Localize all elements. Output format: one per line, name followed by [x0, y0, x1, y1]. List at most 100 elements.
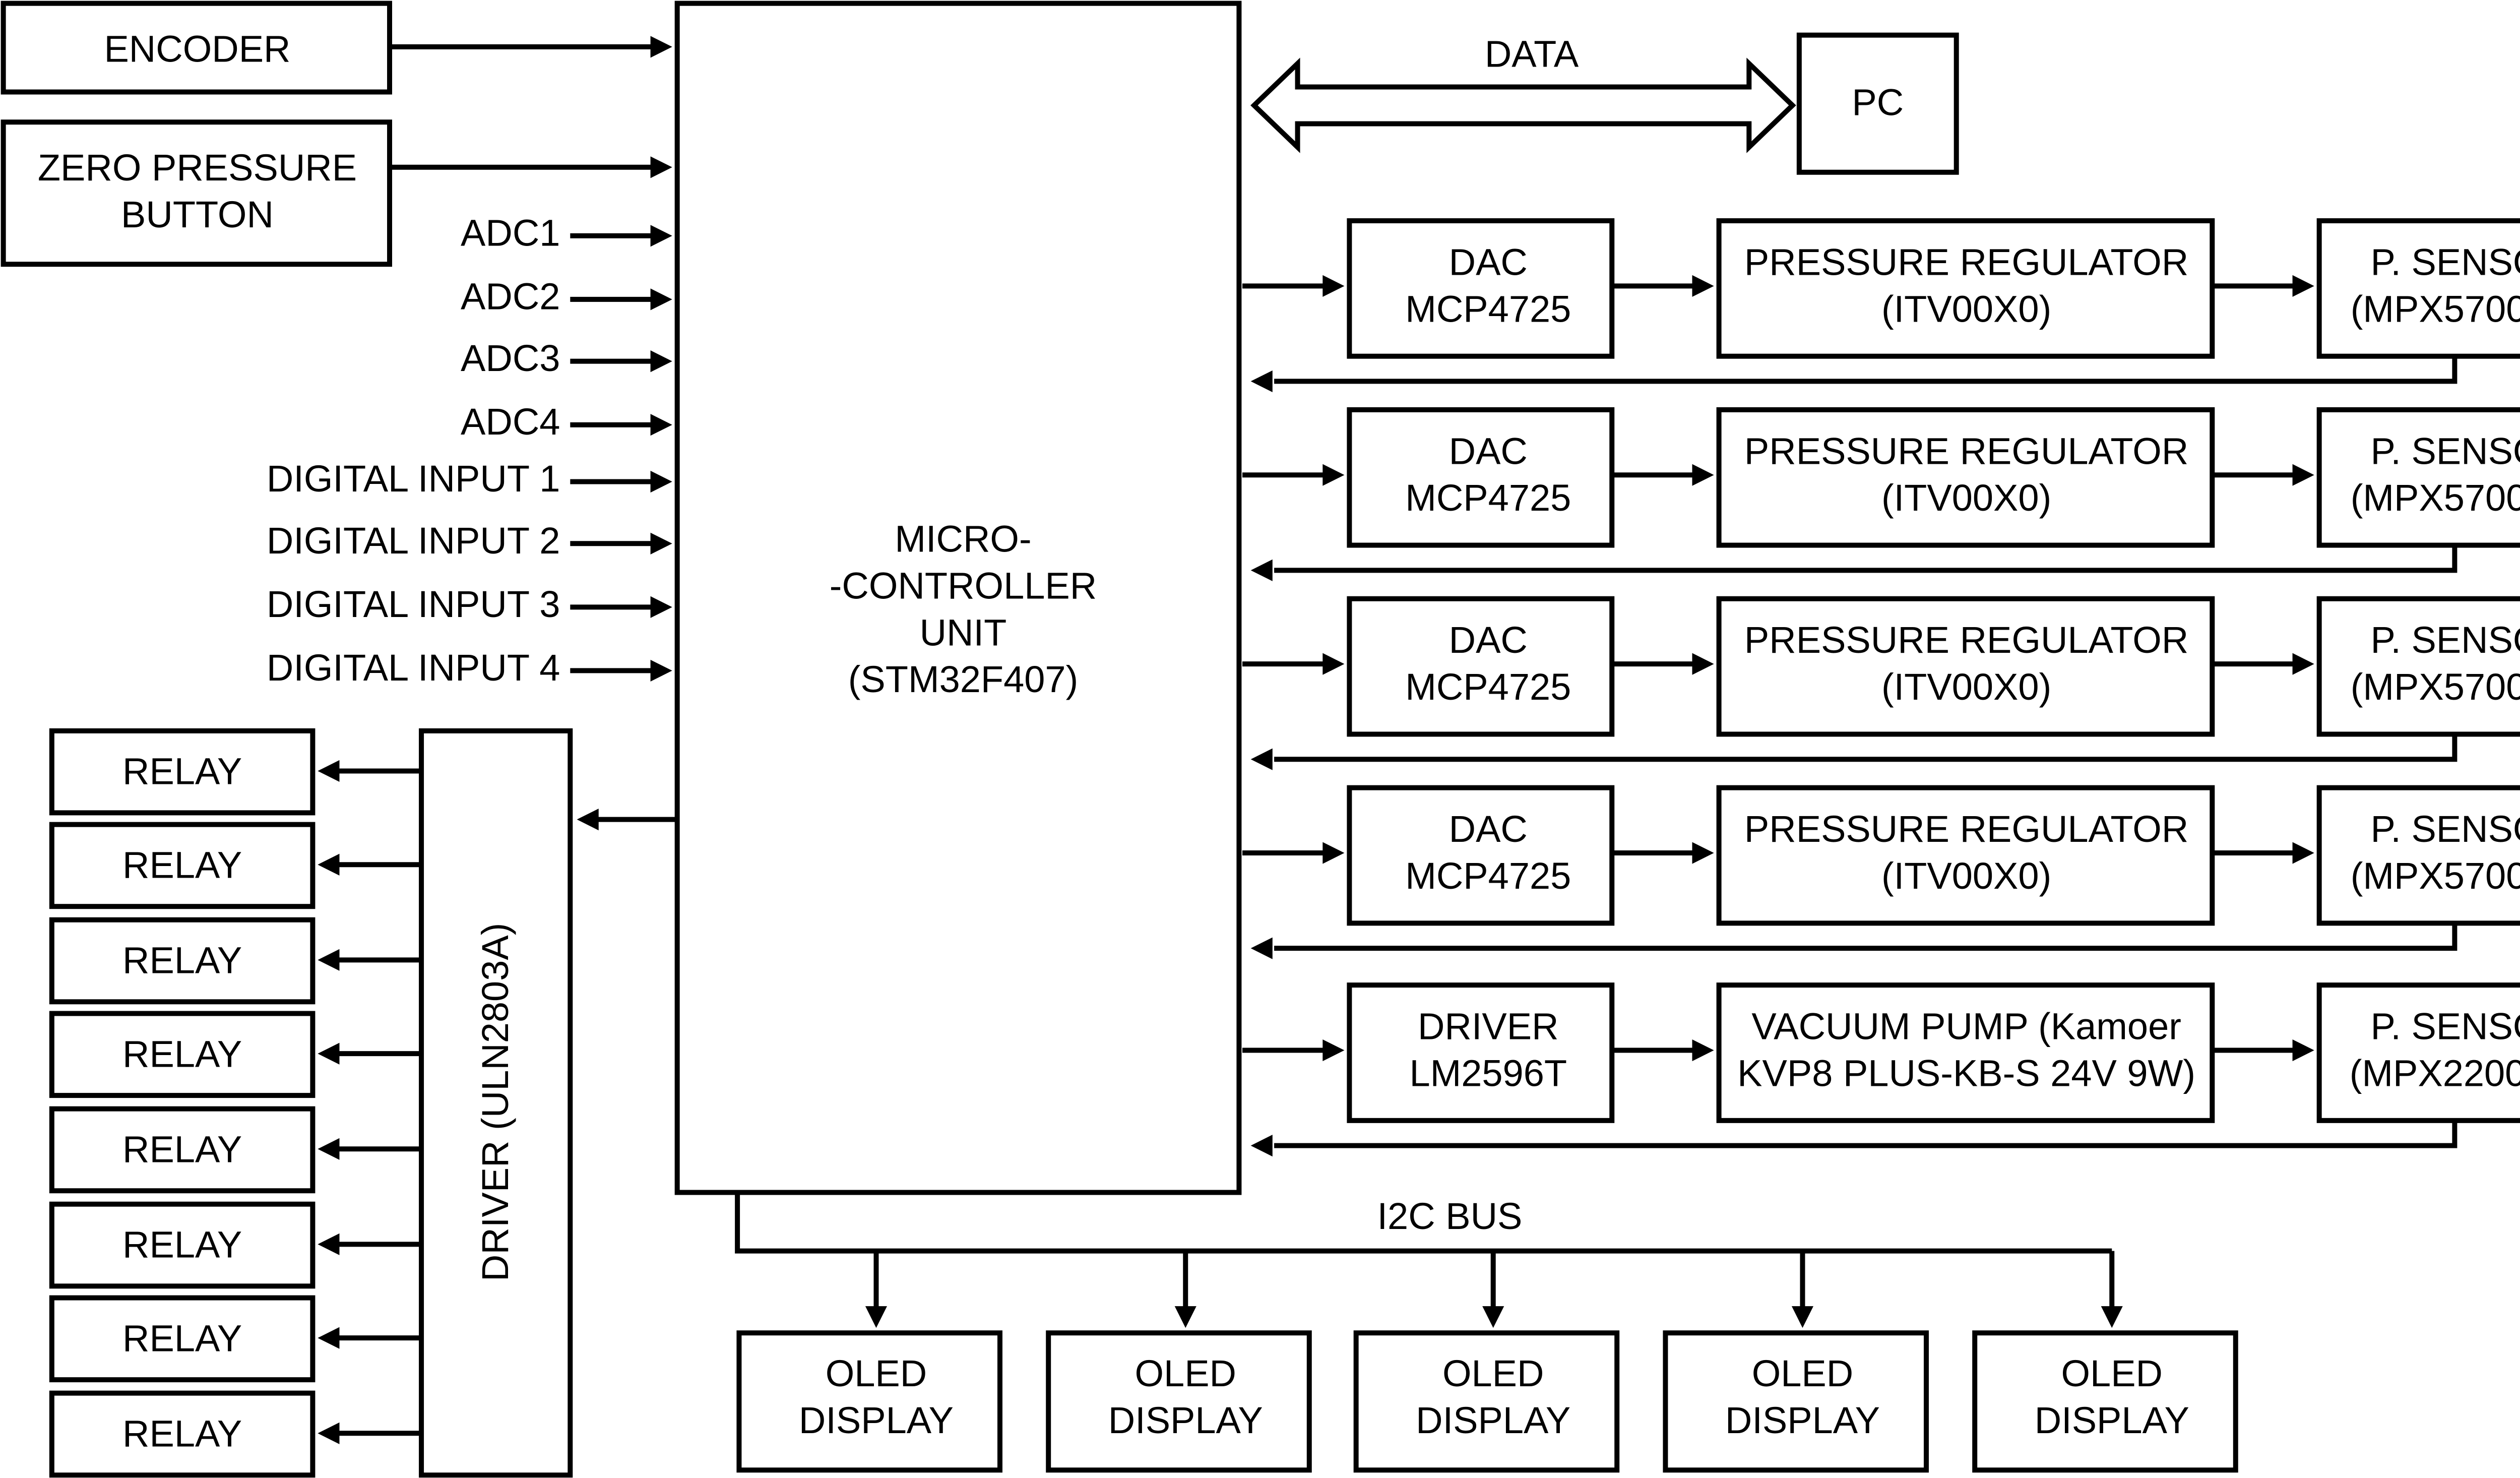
channel-1-first-label-line-2: MCP4725 [1405, 288, 1571, 330]
channel-2-first-box [1347, 407, 1615, 548]
channel-3-first-to-middle-arrow-head [1692, 653, 1714, 675]
channel-3-first-box [1347, 596, 1615, 737]
relay-arrow-6-head [318, 1233, 340, 1255]
oled-display-label-5-line-1: OLED [2061, 1352, 2163, 1394]
channel-1-feedback-line [1274, 356, 2458, 384]
channel-1-mcu-out-arrow-head [1322, 275, 1345, 297]
input-arrow-3-head [650, 350, 672, 373]
channel-5-feedback-line [1274, 1120, 2458, 1148]
channel-5-feedback-arrowhead [1250, 1135, 1273, 1157]
channel-2-middle-label-line-2: (ITV00X0) [1881, 477, 2051, 519]
channel-4-middle-to-sensor-arrow-head [2292, 842, 2314, 864]
oled-display-label-1-line-1: OLED [826, 1352, 927, 1394]
channel-3-first-label-line-2: MCP4725 [1405, 666, 1571, 708]
oled-arrow-5-head [2101, 1306, 2123, 1328]
channel-3-middle-box [1716, 596, 2215, 737]
input-arrow-7-head [650, 596, 672, 618]
relay-arrow-4-head [318, 1042, 340, 1065]
oled-display-label-3-line-1: OLED [1442, 1352, 1544, 1394]
relay-box-4 [49, 1011, 316, 1098]
oled-display-label-2-line-2: DISPLAY [1108, 1399, 1263, 1441]
channel-5-middle-label-line-2: KVP8 PLUS-KB-S 24V 9W) [1737, 1052, 2195, 1094]
relay-label-2: RELAY [122, 844, 242, 886]
zero-pressure-button-box [1, 119, 393, 267]
channel-4-first-label-line-1: DAC [1449, 808, 1528, 850]
oled-display-box-4 [1663, 1330, 1929, 1473]
relay-label-6: RELAY [122, 1224, 242, 1266]
channel-3-sensor-box [2316, 596, 2520, 737]
channel-2-first-to-middle-arrow-head [1692, 464, 1714, 486]
channel-5-sensor-label-line-1: P. SENSOR [2371, 1006, 2520, 1048]
pc-box [1796, 32, 1959, 175]
channel-1-first-label-line-1: DAC [1449, 241, 1528, 283]
zero-pressure-button-label-line-1: ZERO PRESSURE [38, 147, 357, 189]
relay-box-6 [49, 1201, 316, 1289]
microcontroller-label-line-1: MICRO- [895, 518, 1031, 560]
channel-2-middle-to-sensor-arrow-head [2292, 464, 2314, 486]
channel-3-sensor-label-line-1: P. SENSOR [2371, 619, 2520, 661]
i2c-bus-line [735, 1192, 2112, 1254]
channel-2-feedback-line [1274, 545, 2458, 573]
microcontroller-box [674, 1, 1242, 1195]
channel-4-sensor-box [2316, 785, 2520, 926]
channel-4-first-box [1347, 785, 1615, 926]
oled-display-box-3 [1353, 1330, 1620, 1473]
channel-5-middle-box [1716, 982, 2215, 1123]
oled-display-box-1 [736, 1330, 1002, 1473]
channel-1-middle-to-sensor-arrow-head [2292, 275, 2314, 297]
relay-label-1: RELAY [122, 751, 242, 792]
channel-1-first-box [1347, 218, 1615, 359]
input-arrow-4-head [650, 414, 672, 436]
channel-1-sensor-label-line-2: (MPX5700AP) [2351, 288, 2520, 330]
channel-4-middle-label-line-1: PRESSURE REGULATOR [1744, 808, 2188, 850]
microcontroller-label-line-4: (STM32F407) [848, 658, 1078, 700]
channel-5-first-label-line-1: DRIVER [1418, 1006, 1559, 1048]
relay-label-7: RELAY [122, 1317, 242, 1359]
channel-1-sensor-label-line-1: P. SENSOR [2371, 241, 2520, 283]
relay-box-2 [49, 822, 316, 909]
input-label-5: DIGITAL INPUT 1 [267, 458, 560, 500]
data-double-arrow [1250, 57, 1796, 153]
i2c-bus-label: I2C BUS [1377, 1195, 1523, 1237]
input-arrow-8-head [650, 659, 672, 682]
input-label-2: ADC2 [461, 275, 560, 317]
relay-box-3 [49, 917, 316, 1005]
oled-arrow-3-head [1482, 1306, 1504, 1328]
input-arrow-6-head [650, 532, 672, 555]
relay-arrow-7-head [318, 1327, 340, 1349]
channel-5-first-box [1347, 982, 1615, 1123]
encoder-box [1, 1, 393, 95]
oled-arrow-2-head [1174, 1306, 1196, 1328]
channel-2-sensor-box [2316, 407, 2520, 548]
relay-label-5: RELAY [122, 1128, 242, 1170]
channel-4-middle-box [1716, 785, 2215, 926]
input-label-4: ADC4 [461, 401, 560, 443]
relay-arrow-5-head [318, 1138, 340, 1160]
input-label-3: ADC3 [461, 337, 560, 379]
input-label-1: ADC1 [461, 212, 560, 254]
microcontroller-label-line-3: UNIT [920, 611, 1007, 653]
channel-3-middle-label-line-1: PRESSURE REGULATOR [1744, 619, 2188, 661]
channel-4-sensor-label-line-2: (MPX5700AP) [2351, 855, 2520, 897]
input-label-8: DIGITAL INPUT 4 [267, 647, 560, 689]
oled-arrow-1-head [865, 1306, 888, 1328]
relay-arrow-1-head [318, 760, 340, 782]
oled-display-label-5-line-2: DISPLAY [2035, 1399, 2189, 1441]
relay-label-4: RELAY [122, 1033, 242, 1075]
input-arrow-1-head [650, 225, 672, 247]
relay-driver-box [419, 728, 573, 1478]
channel-4-mcu-out-arrow-head [1322, 842, 1345, 864]
relay-driver-label: DRIVER (ULN2803A) [474, 923, 516, 1281]
channel-3-sensor-label-line-2: (MPX5700AP) [2351, 666, 2520, 708]
oled-display-box-2 [1046, 1330, 1312, 1473]
relay-arrow-3-head [318, 949, 340, 971]
relay-label-3: RELAY [122, 940, 242, 981]
pc-label-line-1: PC [1852, 82, 1904, 124]
channel-3-mcu-out-arrow-head [1322, 653, 1345, 675]
input-arrow-5-head [650, 470, 672, 493]
oled-display-label-3-line-2: DISPLAY [1416, 1399, 1570, 1441]
channel-5-middle-label-line-1: VACUUM PUMP (Kamoer [1751, 1006, 2181, 1048]
data-link-label: DATA [1485, 33, 1579, 75]
channel-2-middle-box [1716, 407, 2215, 548]
